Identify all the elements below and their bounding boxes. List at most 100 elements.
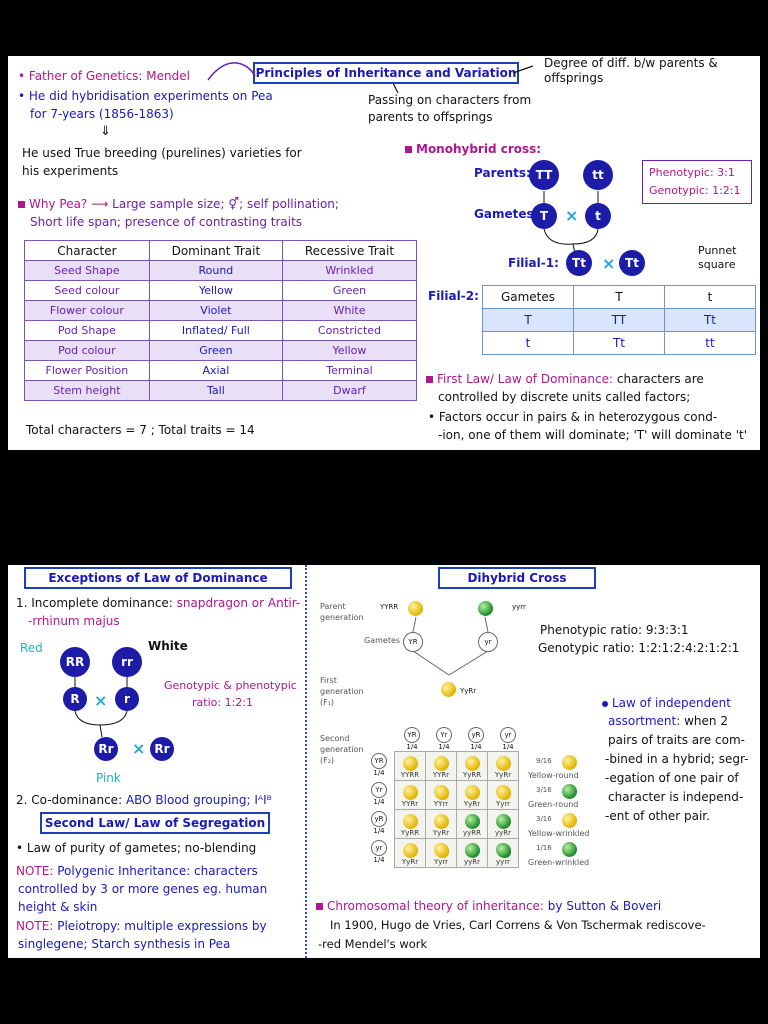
f1-genotype: YyRr bbox=[460, 687, 477, 695]
genotypic-ratio: Genotypic: 1:2:1 bbox=[649, 184, 741, 197]
f1-Rr: Rr bbox=[94, 737, 118, 761]
gamete-t: t bbox=[585, 203, 611, 229]
second-law-title: Second Law/ Law of Segregation bbox=[40, 812, 270, 834]
legend-frac: 1/16 bbox=[536, 844, 552, 852]
parent-TT: TT bbox=[529, 160, 559, 190]
red-label: Red bbox=[20, 641, 43, 655]
gamete-T: T bbox=[531, 203, 557, 229]
chromosomal-head: Chromosomal theory of inheritance: by Su… bbox=[316, 899, 661, 913]
table-cell: Wrinkled bbox=[281, 260, 418, 281]
punnet-label: Punnet square bbox=[698, 244, 737, 271]
table-header: Dominant Trait bbox=[148, 240, 283, 261]
hybrid-line2: for 7-years (1856-1863) bbox=[30, 107, 174, 121]
note2-line1: NOTE: Pleiotropy: multiple expressions b… bbox=[16, 919, 267, 933]
table-cell: Pod Shape bbox=[24, 320, 150, 341]
gamete-r: r bbox=[115, 687, 139, 711]
note1-line2: controlled by 3 or more genes eg. human bbox=[18, 882, 268, 896]
grid-genotype: YYRr bbox=[401, 800, 419, 808]
father-line: • Father of Genetics: Mendel bbox=[18, 69, 190, 83]
true-line1: He used True breeding (purelines) variet… bbox=[22, 146, 302, 160]
table-cell: Pod colour bbox=[24, 340, 150, 361]
legend-label: Green-round bbox=[528, 800, 579, 809]
gamete-label: yR bbox=[371, 811, 387, 827]
table-header: Recessive Trait bbox=[281, 240, 418, 261]
yellow-round-pea-icon bbox=[464, 756, 480, 771]
parent-RR: RR bbox=[60, 647, 90, 677]
grid-cell: YyRr bbox=[394, 838, 426, 868]
yellow-round-pea-icon bbox=[464, 785, 480, 800]
notes-page-2: Exceptions of Law of Dominance 1. Incomp… bbox=[8, 565, 760, 958]
grid-cell: yyrr bbox=[487, 838, 519, 868]
why-pea: Why Pea? ⟶ Large sample size; ⚥; self po… bbox=[18, 197, 339, 211]
grid-cell: yyRR bbox=[456, 809, 488, 839]
gamete-YR: YR bbox=[403, 632, 423, 652]
grid-genotype: yyrr bbox=[496, 858, 510, 866]
grid-genotype: YyRr bbox=[432, 829, 450, 837]
table-cell: Constricted bbox=[281, 320, 418, 341]
hybrid-line1: • He did hybridisation experiments on Pe… bbox=[18, 89, 273, 103]
table-cell: Flower colour bbox=[24, 300, 150, 321]
gamete-frac: 1/4 bbox=[373, 827, 385, 835]
gametes-label: Gametes bbox=[364, 636, 401, 645]
cross-icon: × bbox=[565, 206, 579, 225]
why-pea-line2: Short life span; presence of contrasting… bbox=[30, 215, 303, 229]
grid-cell: YyRr bbox=[487, 751, 519, 781]
yellow-round-pea-icon bbox=[408, 601, 423, 616]
grid-cell: Yyrr bbox=[487, 780, 519, 810]
green-round-pea-icon bbox=[495, 814, 511, 829]
legend-label: Green-wrinkled bbox=[528, 858, 590, 867]
cross-lines bbox=[74, 677, 128, 738]
total-line: Total characters = 7 ; Total traits = 14 bbox=[26, 423, 255, 437]
table-cell: Violet bbox=[148, 300, 283, 321]
green-round-pea-icon bbox=[464, 843, 480, 858]
p2-genotype: yyrr bbox=[512, 603, 526, 611]
yellow-round-pea-icon bbox=[402, 785, 418, 800]
table-cell: Terminal bbox=[281, 360, 418, 381]
column-divider bbox=[305, 565, 307, 958]
law3-line3: -bined in a hybrid; segr- bbox=[605, 752, 749, 766]
filial1-label: Filial-1: bbox=[508, 256, 559, 270]
grid-genotype: Yyrr bbox=[495, 800, 511, 808]
f1-Tt: Tt bbox=[619, 250, 645, 276]
table-cell: Seed Shape bbox=[24, 260, 150, 281]
chromosomal-line1: In 1900, Hugo de Vries, Carl Correns & V… bbox=[330, 918, 706, 932]
parent-rr: rr bbox=[112, 647, 142, 677]
table-cell: Inflated/ Full bbox=[148, 320, 283, 341]
gametes-label: Gametes: bbox=[474, 207, 539, 221]
punnet-cell: Tt bbox=[573, 331, 665, 355]
bullet-icon bbox=[602, 700, 608, 707]
table-cell: Yellow bbox=[148, 280, 283, 301]
gamete-frac: 1/4 bbox=[470, 743, 482, 751]
punnet-cell: TT bbox=[573, 308, 665, 332]
green-wrinkled-pea-icon bbox=[495, 843, 511, 858]
gamete-frac: 1/4 bbox=[502, 743, 514, 751]
codominance-line: 2. Co-dominance: ABO Blood grouping; IᴬI… bbox=[16, 793, 272, 807]
law1-line2: controlled by discrete units called fact… bbox=[438, 390, 691, 404]
grid-genotype: YYRR bbox=[400, 771, 420, 779]
grid-genotype: Yyrr bbox=[433, 858, 449, 866]
cross-icon: × bbox=[602, 254, 616, 273]
table-cell: Tall bbox=[148, 380, 283, 401]
law1-line4: -ion, one of them will dominate; 'T' wil… bbox=[438, 428, 747, 442]
table-cell: Flower Position bbox=[24, 360, 150, 381]
legend-frac: 9/16 bbox=[536, 757, 552, 765]
grid-genotype: yyRR bbox=[462, 829, 481, 837]
grid-genotype: YyRR bbox=[462, 771, 482, 779]
p1-genotype: YYRR bbox=[380, 603, 399, 611]
page-title: Principles of Inheritance and Variation bbox=[253, 62, 519, 84]
gamete-label: Yr bbox=[436, 727, 452, 743]
incomplete-line2: -rrhinum majus bbox=[28, 614, 120, 628]
green-wrinkled-pea-icon bbox=[478, 601, 493, 616]
green-wrinkled-pea-icon bbox=[562, 842, 577, 857]
grid-genotype: YyRr bbox=[494, 771, 512, 779]
bullet-icon bbox=[316, 903, 323, 910]
